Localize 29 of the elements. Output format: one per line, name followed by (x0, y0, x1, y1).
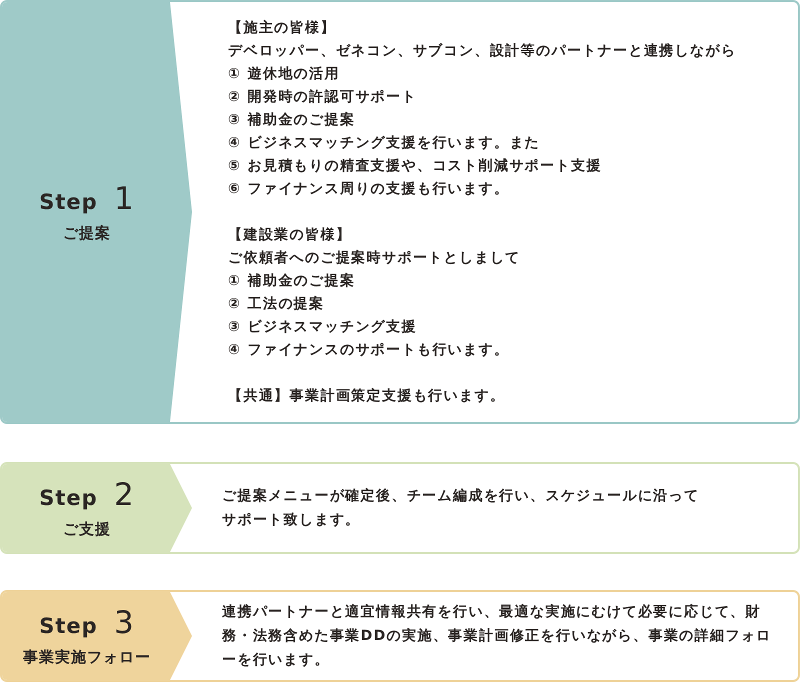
step-chevron (2, 592, 194, 680)
description-text: ④ ビジネスマッチング支援を行います。また (228, 134, 542, 153)
description-text: 【共通】事業計画策定支援も行います。 (228, 386, 506, 406)
description-text: ご依頼者へのご提案時サポートとしまして (228, 248, 522, 268)
step-chevron (2, 2, 194, 422)
step-card (0, 462, 800, 554)
step-card (0, 590, 800, 682)
description-text: ③ 補助金のご提案 (228, 110, 356, 130)
step-title: ご提案 (63, 224, 111, 244)
step-number: Step 1 (39, 180, 135, 218)
description-text: ① 遊休地の活用 (228, 65, 341, 84)
description-text: ② 開発時の許認可サポート (228, 88, 418, 107)
description-text: 連携パートナーと適宜情報共有を行い、最適な実施にむけて必要に応じて、財務・法務含めた事業DDの実施、事業計画修正を行いながら、事業の詳細フォローを行います。 (222, 602, 773, 670)
description-text: ② 工法の提案 (228, 294, 326, 314)
step-title: 事業実施フォロー (23, 648, 151, 668)
description-text: ④ ファイナンスのサポートも行います。 (228, 341, 510, 360)
description-text: 【施主の皆様】 (228, 18, 337, 38)
step-title: ご支援 (63, 520, 111, 540)
description-text: ③ ビジネスマッチング支援 (228, 318, 418, 337)
description-text: 【建設業の皆様】 (228, 226, 352, 245)
description-text: デベロッパー、ゼネコン、サブコン、設計等のパートナーと連携しながら (228, 42, 736, 61)
step-card (0, 0, 800, 424)
step-number: Step 3 (39, 604, 135, 642)
description-text: ご提案メニューが確定後、チーム編成を行い、スケジュールに沿ってサポート致します。 (222, 486, 700, 530)
step-chevron (2, 464, 194, 552)
step-number: Step 2 (39, 476, 135, 514)
description-text: ⑥ ファイナンス周りの支援も行います。 (228, 180, 510, 199)
description-text: ⑤ お見積もりの精査支援や、コスト削減サポート支援 (228, 157, 603, 176)
description-text: ① 補助金のご提案 (228, 272, 356, 291)
